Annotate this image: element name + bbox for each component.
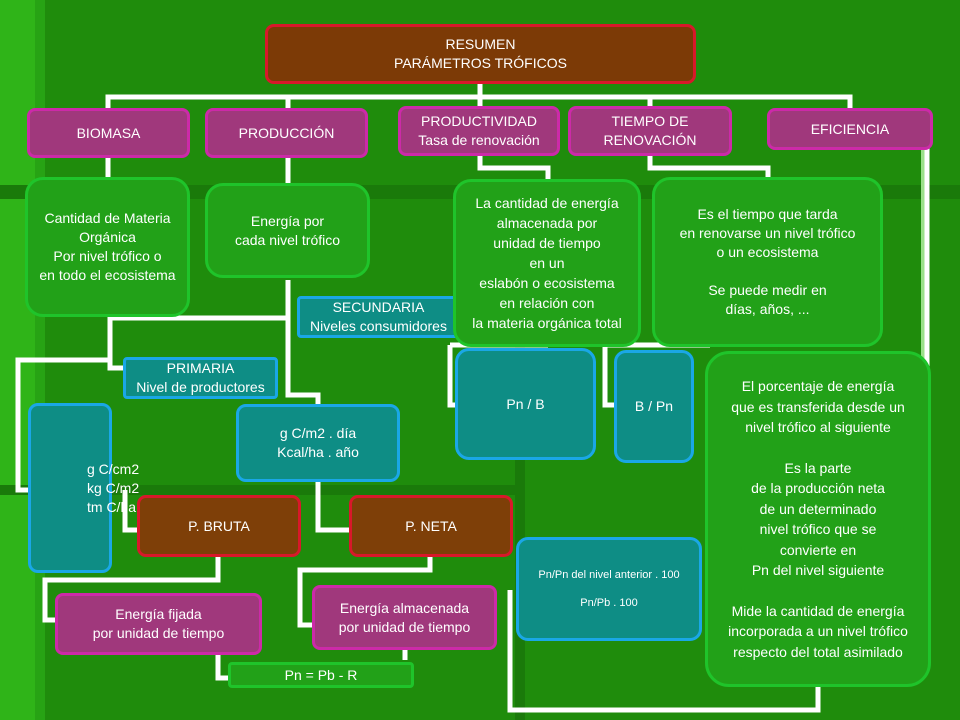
biomasa-def-line: en todo el ecosistema: [39, 267, 176, 283]
eficiencia-definition: El porcentaje de energía que es transfer…: [705, 351, 931, 687]
eficiencia-formula-line: Pn/Pb . 100: [580, 597, 638, 609]
header-produccion: PRODUCCIÓN: [205, 108, 368, 158]
produccion-unit: Kcal/ha . año: [277, 444, 359, 460]
bruta-def-line: por unidad de tiempo: [92, 625, 225, 641]
tiempo-def-line: en renovarse un nivel trófico: [679, 225, 856, 241]
productividad-def-line: en relación con: [499, 295, 595, 311]
header-eficiencia-label: EFICIENCIA: [810, 120, 890, 137]
biomasa-unit: g C/cm2: [87, 460, 140, 477]
p-neta-label: P. NETA: [405, 517, 457, 534]
title-line-1: RESUMEN: [445, 36, 516, 52]
eficiencia-formula-line: Pn/Pn del nivel anterior . 100: [538, 569, 680, 581]
productividad-def-line: La cantidad de energía: [475, 195, 619, 211]
biomasa-def-line: Cantidad de Materia: [44, 210, 171, 226]
header-productividad-line-1: PRODUCTIVIDAD: [421, 113, 537, 129]
productividad-def-line: en un: [529, 255, 565, 271]
tiempo-def-line: días, años, ...: [725, 301, 810, 317]
produccion-units: g C/m2 . día Kcal/ha . año: [236, 404, 400, 482]
eficiencia-def-line: de un determinado: [759, 500, 877, 517]
eficiencia-def-line: respecto del total asimilado: [733, 643, 903, 660]
eficiencia-def-line: de la producción neta: [751, 480, 885, 496]
secundaria-subtitle: Niveles consumidores: [310, 318, 447, 334]
tiempo-formula-text: B / Pn: [634, 398, 674, 414]
p-bruta-box: P. BRUTA: [137, 495, 301, 557]
biomasa-unit: kg C/m2: [87, 479, 140, 496]
secundaria-box: SECUNDARIA Niveles consumidores: [297, 296, 460, 338]
formula-box: Pn = Pb - R: [228, 662, 414, 688]
header-biomasa-label: BIOMASA: [76, 124, 141, 141]
title-box: RESUMEN PARÁMETROS TRÓFICOS: [265, 24, 696, 84]
productividad-formula-text: Pn / B: [506, 395, 545, 412]
bruta-def-line: Energía fijada: [115, 606, 202, 622]
biomasa-unit: tm C/ha: [87, 498, 137, 515]
productividad-formula: Pn / B: [455, 348, 596, 460]
title-line-2: PARÁMETROS TRÓFICOS: [394, 55, 567, 71]
tiempo-formula: B / Pn: [614, 350, 694, 463]
header-productividad: PRODUCTIVIDAD Tasa de renovación: [398, 106, 560, 156]
header-produccion-label: PRODUCCIÓN: [238, 124, 335, 141]
eficiencia-def-line: Mide la cantidad de energía: [731, 602, 905, 619]
header-biomasa: BIOMASA: [27, 108, 190, 158]
eficiencia-def-line: convierte en: [779, 541, 857, 558]
secundaria-title: SECUNDARIA: [332, 299, 425, 315]
produccion-def-line: Energía por: [250, 212, 325, 229]
biomasa-definition: Cantidad de Materia Orgánica Por nivel t…: [25, 177, 190, 317]
primaria-title: PRIMARIA: [166, 360, 235, 376]
p-neta-box: P. NETA: [349, 495, 513, 557]
tiempo-def-line: Se puede medir en: [708, 282, 827, 298]
biomasa-def-line: Por nivel trófico o: [53, 248, 162, 264]
header-tiempo: TIEMPO DE RENOVACIÓN: [568, 106, 732, 156]
neta-def-line: por unidad de tiempo: [338, 618, 471, 635]
neta-definition: Energía almacenada por unidad de tiempo: [312, 585, 497, 650]
produccion-unit: g C/m2 . día: [279, 425, 357, 441]
eficiencia-def-line: Es la parte: [784, 459, 852, 476]
tiempo-def-line: o un ecosistema: [716, 244, 819, 260]
eficiencia-formulas: Pn/Pn del nivel anterior . 100 Pn/Pb . 1…: [516, 537, 702, 641]
formula-text: Pn = Pb - R: [284, 666, 358, 683]
productividad-def-line: unidad de tiempo: [493, 235, 601, 251]
header-tiempo-line-2: RENOVACIÓN: [603, 132, 697, 148]
primaria-box: PRIMARIA Nivel de productores: [123, 357, 278, 399]
neta-def-line: Energía almacenada: [339, 599, 470, 616]
header-productividad-line-2: Tasa de renovación: [418, 132, 540, 148]
biomasa-units: g C/cm2 kg C/m2 tm C/ha: [28, 403, 139, 573]
biomasa-def-line: Orgánica: [79, 229, 136, 245]
productividad-def-line: la materia orgánica total: [472, 315, 622, 331]
productividad-def-line: eslabón o ecosistema: [479, 275, 615, 291]
tiempo-definition: Es el tiempo que tarda en renovarse un n…: [652, 177, 883, 347]
eficiencia-def-line: El porcentaje de energía: [741, 378, 895, 394]
eficiencia-def-line: incorporada a un nivel trófico: [728, 623, 908, 639]
bruta-definition: Energía fijada por unidad de tiempo: [55, 593, 262, 655]
productividad-definition: La cantidad de energía almacenada por un…: [453, 179, 641, 347]
productividad-def-line: almacenada por: [496, 215, 598, 231]
eficiencia-def-line: Pn del nivel siguiente: [751, 562, 885, 578]
header-eficiencia: EFICIENCIA: [767, 108, 933, 150]
produccion-def-line: cada nivel trófico: [234, 231, 341, 248]
tiempo-def-line: Es el tiempo que tarda: [697, 206, 838, 222]
primaria-subtitle: Nivel de productores: [136, 379, 265, 395]
header-tiempo-line-1: TIEMPO DE: [611, 113, 689, 129]
p-bruta-label: P. BRUTA: [188, 517, 250, 534]
eficiencia-def-line: que es transferida desde un: [731, 398, 905, 415]
produccion-definition: Energía por cada nivel trófico: [205, 183, 370, 278]
eficiencia-def-line: nivel trófico al siguiente: [745, 419, 891, 435]
eficiencia-def-line: nivel trófico que se: [759, 521, 877, 537]
